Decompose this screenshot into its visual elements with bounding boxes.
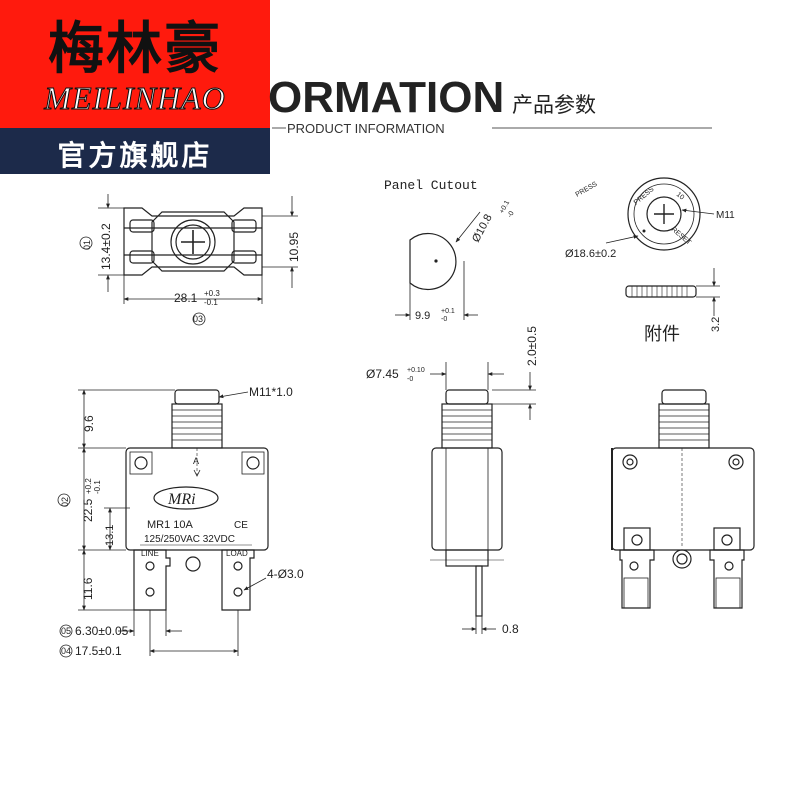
tab-thickness-dim: 0.8 (502, 622, 519, 636)
rating-label: 125/250VAC 32VDC (144, 534, 235, 545)
cutout-flat: 9.9 (415, 310, 430, 322)
holes-label: 4-Ø3.0 (267, 567, 304, 581)
header-title: ORMATION (268, 73, 504, 122)
cutout-diameter-tol-down: -0 (507, 210, 516, 219)
header-subtitle-en: PRODUCT INFORMATION (287, 121, 445, 136)
top-width-tag: 03 (193, 314, 203, 324)
panel-cutout-title: Panel Cutout (384, 178, 478, 193)
nut-ring-press: PRESS (633, 186, 656, 207)
store-badge: 梅林豪 MEILINHAO 官方旗舰店 (0, 0, 270, 174)
stem-tol-down: -0 (407, 376, 413, 383)
thread-label: M11*1.0 (249, 385, 293, 399)
top-height-dim: 13.4±0.2 (99, 223, 113, 270)
brand-mark: MRi (167, 491, 196, 508)
front-body-tol-down: -0.1 (93, 480, 102, 494)
accessory: PRESS PRESS 10 RESET M11 Ø18.6±0.2 3.2 附… (565, 177, 735, 345)
top-right-dim: 10.95 (287, 232, 301, 262)
header: ORMATION 产品参数 PRODUCT INFORMATION (268, 73, 712, 136)
cutout-flat-tol-up: +0.1 (441, 308, 455, 315)
nut-ring-reset: RESET (670, 226, 693, 247)
front-body-tag: 02 (60, 497, 70, 507)
term-width-dim: 6.30±0.05 (75, 624, 129, 638)
arrow-letter: A (193, 456, 199, 466)
washer-thickness: 3.2 (710, 317, 722, 332)
stem-tol-up: +0.10 (407, 367, 425, 374)
stem-diameter-dim: Ø7.45 (366, 367, 399, 381)
accessory-label: 附件 (644, 324, 680, 345)
top-view: 13.4±0.2 01 10.95 28.1 +0.3 -0.1 03 (79, 194, 301, 326)
nut-press-label: PRESS (575, 181, 599, 199)
front-term-dim: 11.6 (81, 577, 95, 600)
brand-name-cn: 梅林豪 (48, 16, 222, 82)
top-width-tol-down: -0.1 (204, 298, 218, 307)
cutout-flat-tol-down: -0 (441, 316, 447, 323)
nut-ring-10: 10 (675, 191, 686, 201)
front-view: M11*1.0 A MRi MR1 10A CE 125/250VAC 32VD… (57, 385, 304, 658)
pitch-tag: 04 (61, 646, 71, 656)
rear-view (611, 389, 755, 609)
brand-name-latin: MEILINHAO (44, 80, 226, 117)
pitch-dim: 17.5±0.1 (75, 644, 122, 658)
side-view: Ø7.45 +0.10 -0 2.0±0.5 0.8 (366, 326, 539, 636)
front-inner-dim: 13.1 (104, 525, 116, 546)
front-body-tol-up: +0.2 (84, 478, 93, 494)
term-width-tag: 05 (61, 626, 71, 636)
nut-diameter: Ø18.6±0.2 (565, 248, 616, 260)
top-gap-dim: 2.0±0.5 (525, 326, 539, 366)
load-label: LOAD (226, 549, 248, 558)
badge-store-panel (0, 128, 270, 174)
cutout-diameter: Ø10.8 (470, 212, 495, 244)
header-subtitle-cn: 产品参数 (512, 93, 596, 117)
badge-red-panel (0, 0, 270, 128)
store-label: 官方旗舰店 (57, 140, 213, 171)
top-height-tag: 01 (82, 240, 92, 250)
model-label: MR1 10A (147, 519, 194, 531)
line-label: LINE (141, 549, 159, 558)
panel-cutout: Panel Cutout Ø10.8 +0.1 -0 9.9 +0.1 -0 (384, 178, 516, 323)
nut-label: M11 (716, 210, 735, 221)
ce-mark: CE (234, 520, 248, 531)
top-width-tol-up: +0.3 (204, 289, 220, 298)
front-body-dim: 22.5 (81, 498, 95, 522)
top-width-dim: 28.1 (174, 291, 198, 305)
front-button-dim: 9.6 (82, 415, 96, 432)
